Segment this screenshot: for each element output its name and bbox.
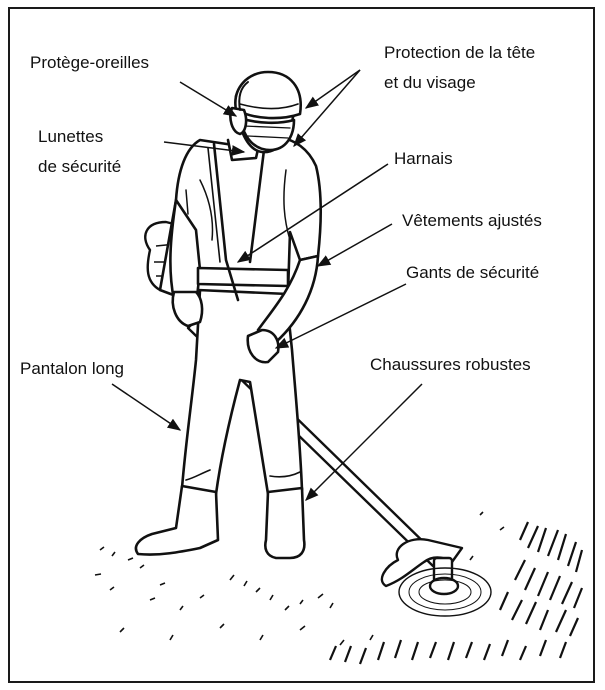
label-harness: Harnais xyxy=(394,148,453,170)
label-clothing: Vêtements ajustés xyxy=(402,210,542,232)
label-glasses-2: de sécurité xyxy=(38,156,121,178)
label-gloves: Gants de sécurité xyxy=(406,262,539,284)
glove-left xyxy=(173,292,202,326)
label-trousers: Pantalon long xyxy=(20,358,124,380)
label-head-protection-1: Protection de la tête xyxy=(384,42,535,64)
label-glasses-1: Lunettes xyxy=(38,126,103,148)
boot-left xyxy=(136,486,218,555)
waistband xyxy=(198,268,288,286)
label-head-protection-2: et du visage xyxy=(384,72,476,94)
label-ear-protection: Protège-oreilles xyxy=(30,52,149,74)
ear-muff xyxy=(230,108,246,134)
arrow-ear-protection xyxy=(180,82,236,116)
label-boots: Chaussures robustes xyxy=(370,354,531,376)
operator-figure xyxy=(136,72,321,558)
boot-right xyxy=(265,488,304,558)
arrow-head-protection-a xyxy=(306,70,360,108)
arrow-head-protection-b xyxy=(294,70,360,146)
dark-grass-patch xyxy=(330,522,582,664)
arrow-clothing xyxy=(318,224,392,266)
arrow-trousers xyxy=(112,384,180,430)
